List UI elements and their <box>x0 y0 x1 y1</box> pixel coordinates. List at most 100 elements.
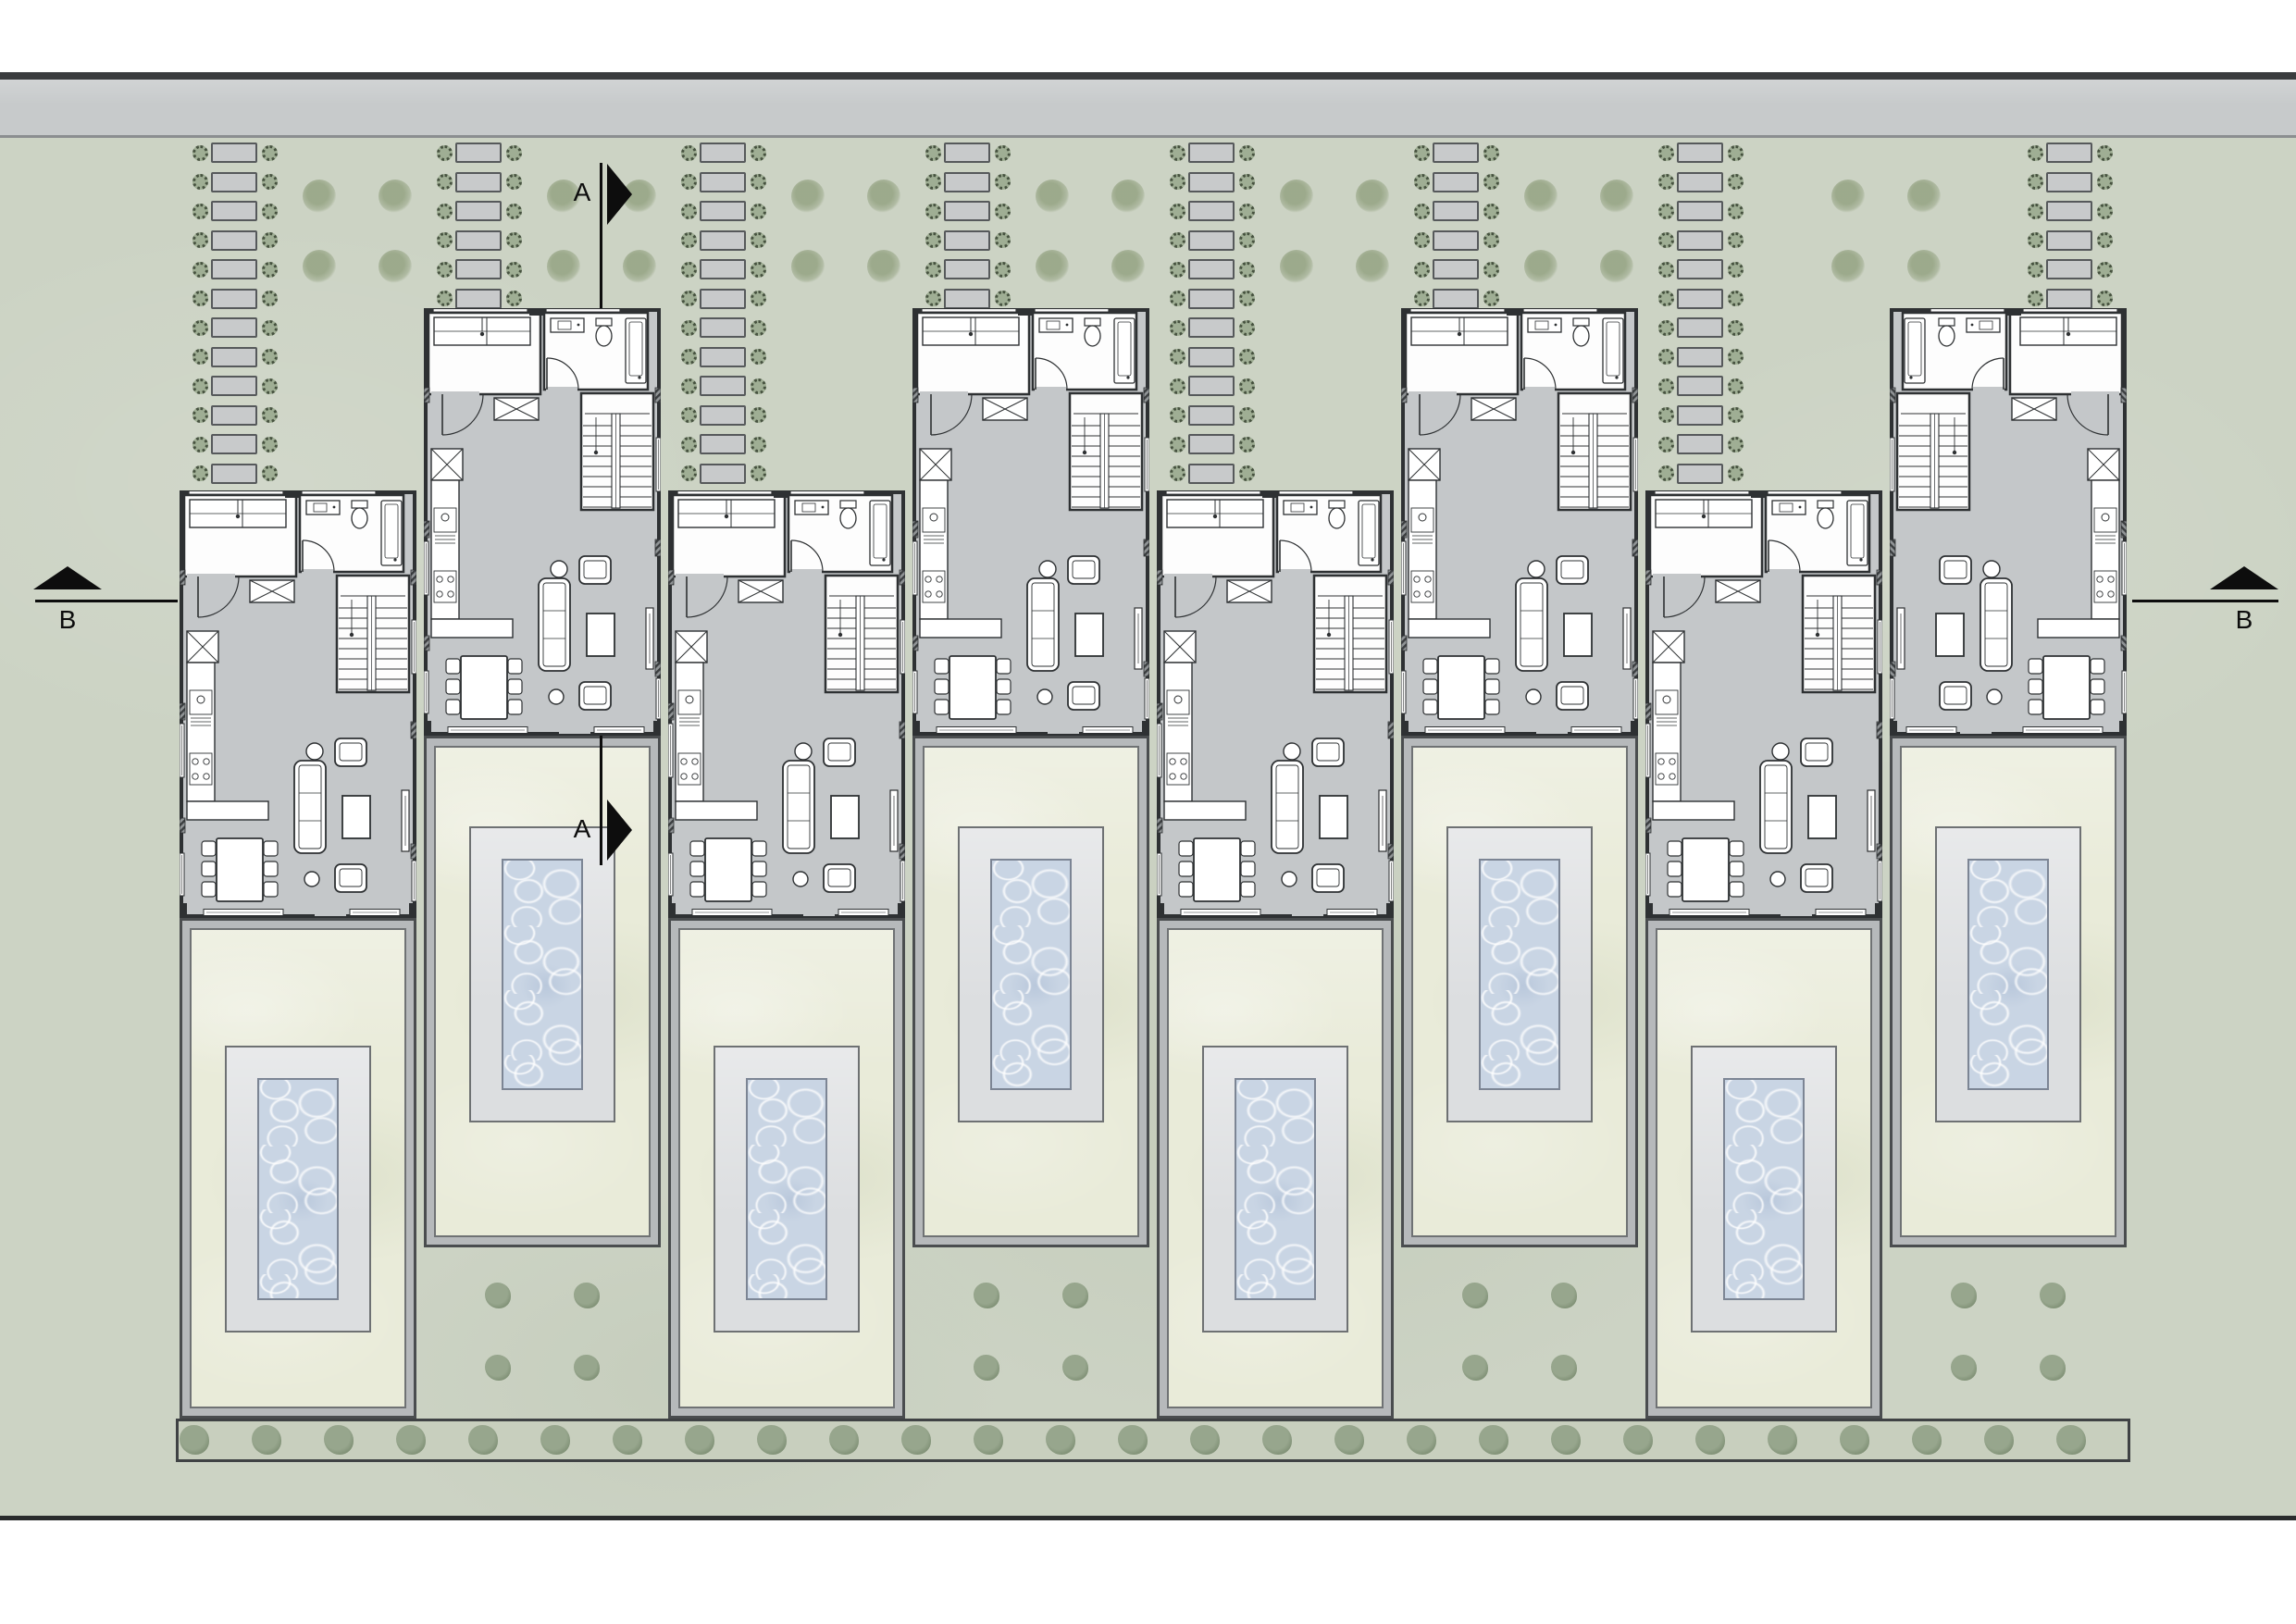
stove <box>433 570 457 603</box>
stove <box>677 752 701 786</box>
armchair <box>334 738 367 767</box>
hedge-tree-icon <box>1262 1425 1292 1455</box>
hedge-tree-icon <box>685 1425 714 1455</box>
side-table <box>1986 688 2003 705</box>
bathroom <box>1031 311 1138 392</box>
house-plan-villa-5 <box>1157 490 1394 918</box>
wall-piers <box>424 308 661 734</box>
side-table <box>550 560 568 578</box>
shrub-icon <box>1239 174 1255 190</box>
hall-closet <box>1715 579 1761 603</box>
hedge-tree-icon <box>1695 1425 1725 1455</box>
armchair <box>823 738 856 767</box>
shrub-icon <box>1728 261 1744 278</box>
parking-stall <box>944 143 990 163</box>
shrub-icon <box>1483 203 1499 219</box>
parking-stall <box>1188 346 1235 367</box>
shrub-icon <box>437 291 453 306</box>
shrub-icon <box>681 378 697 394</box>
door-arc <box>1523 357 1557 391</box>
shrub-icon <box>681 261 697 278</box>
shrub-icon <box>192 349 208 365</box>
shrub-icon <box>192 378 208 394</box>
toilet <box>1328 507 1346 529</box>
dining-set <box>934 655 1011 720</box>
parking-stall <box>455 171 502 192</box>
bathroom <box>1275 493 1383 575</box>
parking-stall <box>211 376 257 396</box>
parking-stall <box>700 346 746 367</box>
section-arrow-b-left <box>33 566 102 589</box>
shrub-icon <box>1728 378 1744 394</box>
side-table <box>1038 560 1057 578</box>
house-plan-villa-4 <box>912 308 1149 736</box>
shrub-icon <box>2097 203 2113 219</box>
shower <box>1904 317 1926 384</box>
courtyard-tree-icon <box>485 1355 511 1381</box>
orchard-tree-icon <box>1111 180 1145 213</box>
coffee-table <box>1807 795 1837 839</box>
door-arc <box>197 576 240 618</box>
shrub-icon <box>1239 319 1255 336</box>
shrub-icon <box>192 319 208 336</box>
parking-stall <box>211 404 257 426</box>
shrub-icon <box>192 291 208 306</box>
shrub-icon <box>681 174 697 190</box>
hedge-tree-icon <box>252 1425 281 1455</box>
shrub-icon <box>925 144 941 161</box>
toilet <box>595 325 613 347</box>
parking-stall <box>1188 463 1235 484</box>
shrub-icon <box>1170 261 1185 278</box>
coffee-table <box>341 795 371 839</box>
shrub-icon <box>1170 349 1185 365</box>
hedge-tree-icon <box>1190 1425 1220 1455</box>
courtyard-tree-icon <box>485 1283 511 1308</box>
kitchen <box>1408 448 1491 638</box>
shrub-icon <box>2028 203 2043 219</box>
house-plan-villa-2 <box>424 308 661 736</box>
side-table <box>1982 560 2001 578</box>
parking-stall <box>700 376 746 396</box>
courtyard-tree-icon <box>1462 1355 1488 1381</box>
shrub-icon <box>262 407 278 423</box>
parking-stall <box>211 171 257 192</box>
parking-stall <box>1677 143 1723 163</box>
shrub-icon <box>1658 436 1674 452</box>
courtyard-tree-icon <box>1951 1283 1977 1308</box>
door-arc <box>1971 357 2004 391</box>
sofa <box>1271 760 1304 854</box>
shrub-icon <box>925 232 941 248</box>
parking-stall <box>700 229 746 251</box>
hedge-tree-icon <box>829 1425 859 1455</box>
parking-stall <box>211 434 257 454</box>
parking-stall <box>1677 404 1723 426</box>
shrub-icon <box>681 436 697 452</box>
parking-stall <box>944 288 990 309</box>
parking-stall <box>1677 288 1723 309</box>
shrub-icon <box>995 261 1011 278</box>
shrub-icon <box>925 174 941 190</box>
shrub-icon <box>506 291 522 306</box>
side-table <box>1283 742 1301 761</box>
bathroom <box>298 493 405 575</box>
door-arc <box>302 539 335 573</box>
sofa <box>293 760 327 854</box>
dining-set <box>1178 837 1256 902</box>
parking-stall <box>1677 259 1723 279</box>
site-boundary-line <box>0 1516 2296 1520</box>
armchair <box>578 555 612 585</box>
shrub-icon <box>1658 203 1674 219</box>
orchard-tree-icon <box>547 250 580 283</box>
parking-stall <box>700 463 746 484</box>
section-line-a-upper <box>600 163 602 308</box>
shrub-icon <box>1414 174 1430 190</box>
side-table <box>1527 560 1545 578</box>
shrub-icon <box>1414 261 1430 278</box>
windows <box>180 619 416 916</box>
stove <box>2093 570 2117 603</box>
shower <box>869 500 891 566</box>
living-set <box>1515 555 1632 711</box>
orchard-tree-icon <box>1036 180 1069 213</box>
hedge-tree-icon <box>2056 1425 2086 1455</box>
parking-stall <box>455 288 502 309</box>
